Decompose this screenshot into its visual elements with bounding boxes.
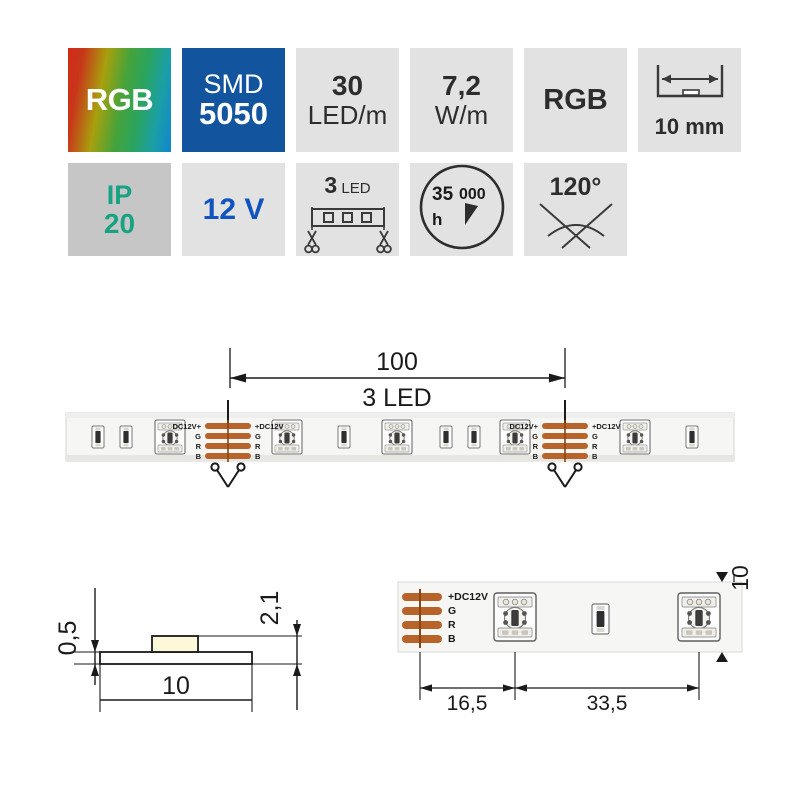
badge-row-2: IP 20 12 V 3 LED [68,163,741,256]
badge-lifetime: 35 000 h [410,163,513,256]
total-height-label: 2,1 [256,591,284,626]
svg-text:h: h [432,210,442,229]
badge-beam-angle: 120° [524,163,627,256]
badge-led-density: 30 LED/m [296,48,399,152]
width-measure-icon [652,62,728,111]
strip-width-dimension: 10 [100,672,252,701]
lifetime-clock-icon: 35 000 h [418,163,506,256]
scissors-cut-icon [302,201,394,262]
voltage-label: 12 V [202,192,265,226]
pad-label-right-2: R [533,442,539,451]
pad-label-right-1: G [532,432,538,441]
detail-dim-second: 33,5 [587,692,628,715]
badge-power: 7,2 W/m [410,48,513,152]
pad-label-left-1: G [195,432,201,441]
ip-value: 20 [103,207,136,239]
svg-text:35: 35 [432,184,454,205]
ip-label: IP [106,179,133,210]
badge-color-rgb-gradient: RGB [68,48,171,152]
pad-label-right-0: DC12V+ [509,422,538,431]
strip-width-label: 10 [162,672,190,700]
pcb-body [99,651,253,665]
cut-interval-unit: LED [341,180,371,197]
pad-label-left-2: R [196,442,202,451]
cut-point-right: DC12V+ G R B +DC12V G R B [509,400,621,488]
power-unit: W/m [434,100,489,131]
detail-dim-first: 16,5 [447,692,488,715]
rgb-gradient-label: RGB [85,82,154,117]
pad-label-right-r2: R [592,442,598,451]
cut-interval-count: 3 [324,172,338,198]
pad-label-left-r0: +DC12V [255,422,284,431]
pcb-thickness-dimension: 0,5 [54,588,99,685]
pad-label-right-3: B [533,452,539,461]
smd-label: SMD [203,68,264,99]
cut-point-left: DC12V+ G R B +DC12V G R B [172,400,284,488]
badge-cut-interval: 3 LED [296,163,399,256]
pcb-thickness-label: 0,5 [54,621,82,656]
pad-label-right-r1: G [592,432,598,441]
detail-pad-label-0: +DC12V [448,591,488,603]
led-chip-profile [151,635,199,653]
scissors-icon-left [210,462,246,488]
pad-label-left-r1: G [255,432,261,441]
pad-label-left-r2: R [255,442,261,451]
pad-label-right-r3: B [592,452,598,461]
beam-angle-label: 120° [549,173,602,201]
badge-strip-width: 10 mm [638,48,741,152]
strip-width-label: 10 mm [654,114,725,139]
detail-solder-pads [402,589,442,648]
power-value: 7,2 [442,69,481,101]
badge-light-color: RGB [524,48,627,152]
strip-top-view-diagram: 100 3 LED DC12V+ G R B +DC [65,348,735,488]
svg-text:000: 000 [459,186,486,203]
detail-components [493,592,721,642]
beam-angle-icon [534,198,618,257]
pad-label-right-r0: +DC12V [592,422,621,431]
light-color-label: RGB [543,83,608,116]
pad-label-left-r3: B [255,452,261,461]
detail-pad-label-3: B [448,633,456,645]
badge-ingress-protection: IP 20 [68,163,171,256]
led-count-label: 3 LED [362,384,431,412]
led-density-value: 30 [331,69,364,101]
detail-pitch-dimensions: 16,5 33,5 [419,652,700,715]
badge-row-1: RGB SMD 5050 30 LED/m 7,2 W/m RGB [68,48,741,152]
badge-voltage: 12 V [182,163,285,256]
cut-interval-heading: 3 LED [324,172,370,199]
spec-badge-grid: RGB SMD 5050 30 LED/m 7,2 W/m RGB [68,48,741,267]
badge-chip-type: SMD 5050 [182,48,285,152]
cross-section-diagram: 0,5 2,1 10 [54,588,302,712]
detail-pad-label-2: R [448,619,456,631]
solder-pads-right [542,420,588,462]
length-label: 100 [376,348,418,376]
smd-model-label: 5050 [199,95,268,131]
detail-width-dimension: 10 [716,565,753,662]
pad-label-left-3: B [196,452,202,461]
scissors-icon-right [547,462,583,488]
pad-label-left-0: DC12V+ [172,422,201,431]
detail-width-label: 10 [727,565,753,591]
led-density-unit: LED/m [307,100,388,131]
length-dimension: 100 3 LED [229,348,566,412]
solder-pads-left [205,420,251,462]
total-height-dimension: 2,1 [256,591,301,710]
detail-pad-label-1: G [448,605,456,617]
pitch-detail-diagram: +DC12V G R B 10 16,5 33,5 [397,565,753,715]
